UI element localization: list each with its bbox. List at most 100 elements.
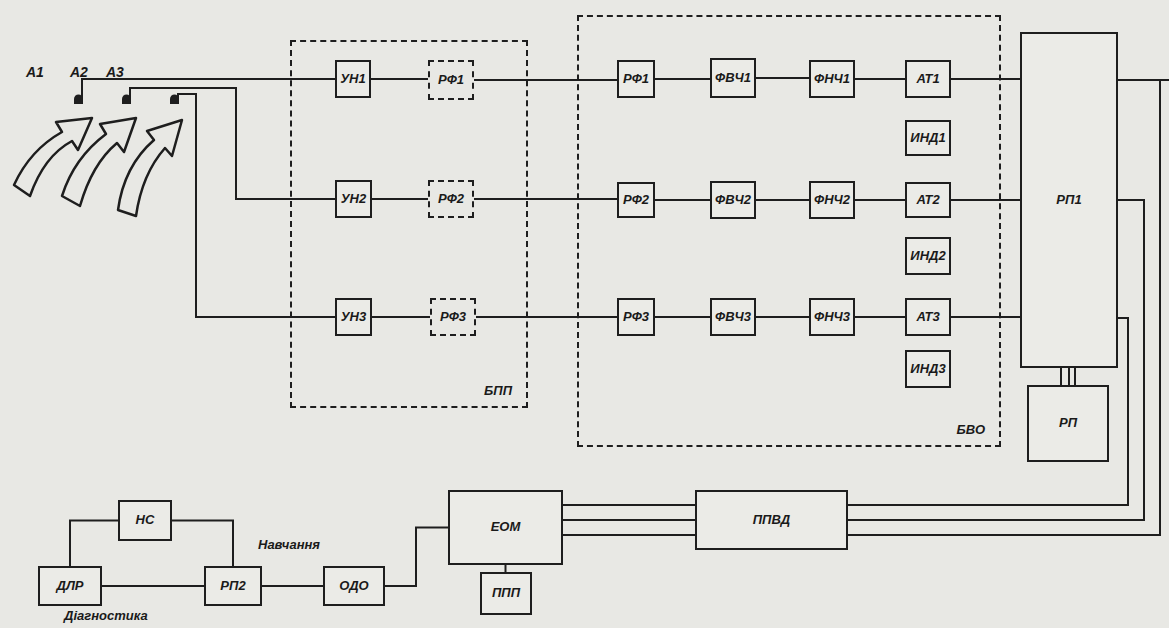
block-box: ОДО — [323, 566, 385, 606]
signal-line — [655, 316, 710, 318]
block-label: РФ1 — [438, 73, 464, 87]
block-box: РП — [1027, 385, 1109, 462]
block-box: РФ3 — [617, 298, 655, 336]
block-box: АТ3 — [905, 298, 951, 336]
signal-line — [855, 199, 905, 201]
block-box: ФВЧ3 — [710, 298, 756, 336]
signal-line — [951, 199, 1020, 201]
signal-line — [505, 565, 507, 572]
signal-line — [756, 316, 809, 318]
signal-line — [70, 521, 118, 567]
block-box: РП2 — [204, 566, 262, 606]
dashed-block: РФ2 — [428, 180, 474, 218]
block-box: ЕОМ — [448, 490, 563, 565]
block-label: РП1 — [1056, 193, 1081, 207]
block-box: ИНД3 — [905, 350, 951, 388]
signal-line — [855, 78, 905, 80]
antenna-label: A1 — [26, 64, 44, 80]
block-label: РП2 — [220, 579, 245, 593]
signal-line — [385, 528, 448, 587]
block-label: ФНЧ2 — [814, 193, 850, 207]
block-box: РФ2 — [617, 182, 655, 218]
signal-line — [172, 521, 233, 567]
block-box: УН3 — [335, 298, 372, 336]
antenna-label: A3 — [106, 64, 124, 80]
antenna-wire — [178, 94, 335, 317]
block-label: РФ2 — [623, 193, 649, 207]
block-label: ИНД3 — [910, 362, 945, 376]
antenna-symbol — [74, 95, 83, 105]
block-label: ИНД2 — [910, 249, 945, 263]
signal-line — [102, 585, 204, 587]
note-label: Навчання — [258, 537, 320, 552]
block-label: РП — [1059, 416, 1077, 430]
signal-line — [1068, 368, 1070, 385]
block-label: ФВЧ1 — [715, 71, 751, 85]
signal-line — [756, 199, 809, 201]
block-box: РФ1 — [617, 60, 655, 98]
dashed-block: РФ1 — [428, 60, 474, 100]
antenna-symbol — [122, 95, 131, 105]
block-label: ОДО — [339, 579, 368, 593]
signal-line — [476, 316, 617, 318]
block-box: ППВД — [695, 490, 848, 550]
signal-line — [756, 77, 809, 79]
block-box: ДЛР — [38, 566, 102, 606]
block-label: РФ3 — [440, 310, 466, 324]
signal-line — [855, 316, 905, 318]
block-box: ИНД2 — [905, 237, 951, 275]
block-box: ППП — [480, 572, 532, 615]
block-box: ФНЧ2 — [809, 181, 855, 219]
signal-line — [372, 316, 430, 318]
block-label: АТ3 — [916, 310, 939, 324]
signal-line — [372, 198, 428, 200]
block-box: ФВЧ2 — [710, 181, 756, 219]
block-box: ФНЧ1 — [809, 60, 855, 98]
signal-line — [563, 519, 695, 521]
block-label: ФНЧ3 — [814, 310, 850, 324]
block-box: ФНЧ3 — [809, 298, 855, 336]
antenna-symbol — [170, 95, 179, 105]
block-label: ППВД — [753, 513, 790, 527]
bus-wire — [563, 505, 695, 535]
block-label: УН2 — [341, 192, 366, 206]
block-box: ФВЧ1 — [710, 58, 756, 98]
block-label: НС — [136, 513, 155, 527]
block-box: НС — [118, 500, 172, 541]
block-label: РФ2 — [438, 192, 464, 206]
dashed-group: БВО РФ1 ФВЧ1 ФНЧ1 АТ1ИНД1РФ2 ФВЧ2 ФНЧ2 АТ2ИНД2Р… — [577, 15, 1001, 447]
block-box: АТ1 — [905, 60, 951, 98]
signal-line — [951, 316, 1020, 318]
block-label: ФВЧ3 — [715, 310, 751, 324]
block-label: ППП — [492, 586, 520, 600]
block-label: АТ2 — [916, 193, 939, 207]
block-label: ИНД1 — [910, 131, 945, 145]
block-label: БПП — [484, 384, 512, 398]
block-label: ДЛР — [57, 579, 84, 593]
signal-line — [474, 198, 617, 200]
block-box: ИНД1 — [905, 120, 951, 156]
antenna-label: A2 — [70, 64, 88, 80]
block-box: РП1 — [1020, 32, 1118, 368]
block-box: УН2 — [335, 180, 372, 218]
block-label: ЕОМ — [491, 520, 521, 534]
signal-line — [655, 199, 710, 201]
block-label: УН1 — [340, 72, 365, 86]
block-label: РФ1 — [623, 72, 649, 86]
signal-line — [474, 79, 617, 81]
signal-line — [951, 78, 1020, 80]
block-box: УН1 — [335, 60, 371, 98]
dashed-group: БПП УН1 РФ1УН2 РФ2УН3 РФ3 — [290, 40, 528, 408]
signal-arrow — [118, 120, 182, 216]
block-label: РФ3 — [623, 310, 649, 324]
block-label: АТ1 — [916, 72, 939, 86]
signal-line — [262, 585, 323, 587]
block-label: ФНЧ1 — [814, 72, 850, 86]
signal-line — [655, 78, 710, 80]
signal-line — [371, 78, 428, 80]
dashed-block: РФ3 — [430, 298, 476, 336]
block-label: БВО — [957, 423, 985, 437]
note-label: Діагностика — [64, 608, 148, 623]
